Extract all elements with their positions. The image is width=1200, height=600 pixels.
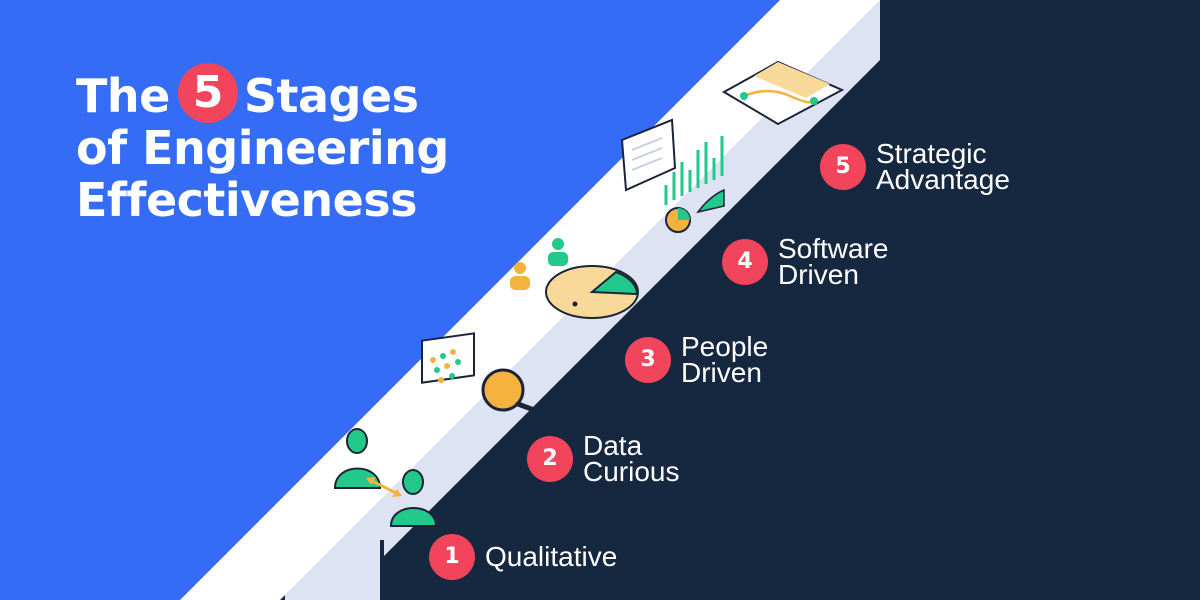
stage-name: People Driven — [681, 331, 769, 388]
magnifier-icon — [421, 332, 537, 413]
stage-badge: 4 — [722, 239, 768, 285]
blue-background — [0, 0, 780, 600]
navy-background — [380, 0, 1200, 600]
page-title-line-2: of Engineering — [76, 121, 449, 175]
step-6-tread — [685, 0, 880, 95]
people-exchange-icon — [333, 428, 438, 527]
stage-name: Software Driven — [778, 233, 889, 290]
step-1-tread — [180, 495, 385, 600]
title-number-badge: 5 — [177, 62, 238, 123]
stage-badge: 5 — [820, 144, 866, 190]
step-4-tread — [485, 195, 685, 295]
stage-label-4: 4 Software Driven — [722, 233, 889, 290]
dashboard-charts-icon — [620, 118, 725, 233]
stage-name: Data Curious — [583, 430, 680, 487]
map-route-icon — [721, 60, 845, 126]
title-word-the: The — [76, 69, 170, 123]
staircase — [180, 0, 1200, 600]
pie-chart-people-icon — [510, 238, 639, 319]
stage-badge: 1 — [429, 534, 475, 580]
stage-badge: 3 — [625, 337, 671, 383]
stage-label-2: 2 Data Curious — [527, 430, 680, 487]
stage-label-5: 5 Strategic Advantage — [820, 138, 1010, 195]
title-word-stages: Stages — [243, 69, 419, 123]
stage-badge: 2 — [527, 436, 573, 482]
stage-label-3: 3 People Driven — [625, 331, 769, 388]
stage-name: Qualitative — [485, 541, 618, 572]
step-2-tread — [285, 395, 485, 495]
page-title-line-3: Effectiveness — [76, 173, 418, 227]
stage-label-1: 1 Qualitative — [429, 534, 617, 580]
stage-name: Strategic Advantage — [876, 138, 1010, 195]
